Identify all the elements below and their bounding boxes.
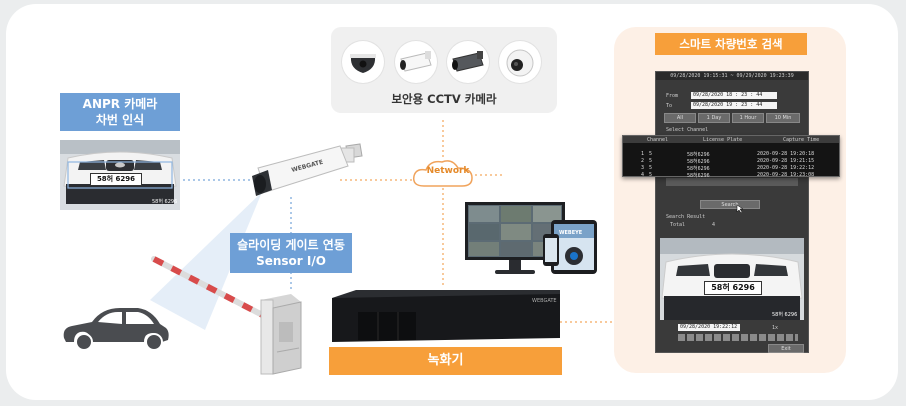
from-label: From <box>666 93 679 99</box>
row-time: 2020-09-28 19:20:18 <box>757 151 815 157</box>
preview-plate-text: 58허 6296 <box>711 283 755 292</box>
network-label: Network <box>426 166 470 176</box>
smart-search-title: 스마트 차량번호 검색 <box>655 33 807 55</box>
preview-tag: 58허 6296 <box>772 311 797 318</box>
anpr-bullet-camera: WEBGATE <box>252 143 363 196</box>
row-time: 2020-09-28 19:22:12 <box>757 165 815 171</box>
row-channel: 5 <box>649 158 653 164</box>
recorder-label: 녹화기 <box>329 347 562 375</box>
row-plate: 58허6296 <box>687 166 710 172</box>
car-icon <box>63 308 169 351</box>
row-time: 2020-09-28 19:23:08 <box>757 172 815 178</box>
gate-sensor-label: 슬라이딩 게이트 연동 Sensor I/O <box>230 233 352 273</box>
dome-camera-1 <box>342 41 384 83</box>
playback-time-field[interactable]: 09/28/2020 19:22:12 <box>678 324 740 331</box>
exit-button[interactable]: Exit <box>768 344 804 353</box>
row-channel: 5 <box>649 172 653 178</box>
row-index: 1 <box>641 151 645 157</box>
bullet-camera-dark <box>447 41 489 83</box>
row-plate: 58허6296 <box>687 159 710 165</box>
preview-capture: 58허 6296 58허 6296 <box>660 238 804 320</box>
row-time: 2020-09-28 19:21:15 <box>757 158 815 164</box>
preview-tag-text: 58허 6296 <box>772 312 798 318</box>
anpr-camera-label: ANPR 카메라 차번 인식 <box>60 93 180 131</box>
anpr-plate-text: 58허 6296 <box>96 175 136 183</box>
cursor-icon <box>736 204 744 214</box>
result-table-header <box>623 136 839 143</box>
total-label: Total <box>670 222 686 228</box>
row-plate: 58허6296 <box>687 173 710 179</box>
from-datetime-field[interactable]: 09/28/2020 18 : 23 : 44 <box>691 92 777 99</box>
speed-value: 1x <box>772 325 779 331</box>
header-license-plate: License Plate <box>703 137 743 143</box>
turret-camera <box>499 41 541 83</box>
to-label: To <box>666 103 673 109</box>
anpr-plate: 58허 6296 <box>90 173 142 186</box>
playback-controls[interactable] <box>678 334 798 341</box>
to-datetime-field[interactable]: 09/28/2020 19 : 23 : 44 <box>691 102 777 109</box>
search-range-text: 09/28/2020 19:15:31 ~ 09/29/2020 19:23:3… <box>670 73 794 79</box>
quick-all-button[interactable]: All <box>664 113 696 123</box>
row-channel: 5 <box>649 151 653 157</box>
quick-10min-button[interactable]: 10 Min <box>766 113 800 123</box>
header-capture-time: Capture Time <box>783 137 820 143</box>
anpr-plate-tag-text: 58허 6296 <box>152 199 178 205</box>
anpr-label-line2: 차번 인식 <box>95 113 145 127</box>
recorder-brand: WEBGATE <box>532 298 557 304</box>
anpr-capture-photo: 58허 6296 58허 6296 <box>60 140 180 210</box>
search-range-header: 09/28/2020 19:15:31 ~ 09/29/2020 19:23:3… <box>656 72 808 80</box>
barrier-arm <box>151 256 277 324</box>
bullet-camera-white <box>395 41 437 83</box>
search-result-label: Search Result <box>666 214 706 220</box>
preview-plate: 58허 6296 <box>704 281 762 295</box>
plate-search-app: 09/28/2020 19:15:31 ~ 09/29/2020 19:23:3… <box>655 71 809 353</box>
row-index: 2 <box>641 158 645 164</box>
tablet-brand: WEBEYE <box>559 230 583 236</box>
total-value: 4 <box>712 222 716 228</box>
row-index: 3 <box>641 165 645 171</box>
gate-label-line1: 슬라이딩 게이트 연동 <box>237 238 345 252</box>
anpr-label-line1: ANPR 카메라 <box>82 97 158 111</box>
quick-1hour-button[interactable]: 1 Hour <box>732 113 764 123</box>
header-channel: Channel <box>647 137 669 143</box>
row-plate: 58허6296 <box>687 152 710 158</box>
tablet-device: WEBEYE <box>543 220 597 274</box>
row-index: 4 <box>641 172 645 178</box>
nvr-recorder: WEBGATE <box>332 290 560 342</box>
search-button[interactable]: Search <box>700 200 760 209</box>
row-channel: 5 <box>649 165 653 171</box>
plate-input-field[interactable] <box>666 178 798 186</box>
select-channel-label: Select Channel <box>666 127 709 133</box>
gate-cabinet <box>260 294 302 375</box>
cctv-title: 보안용 CCTV 카메라 <box>391 92 497 106</box>
monitor-display <box>465 202 565 274</box>
anpr-plate-tag: 58허 6296 <box>152 198 177 205</box>
car-front-illustration <box>60 140 180 210</box>
gate-label-line2: Sensor I/O <box>256 254 326 268</box>
quick-1day-button[interactable]: 1 Day <box>698 113 730 123</box>
cloud-icon <box>412 160 473 187</box>
